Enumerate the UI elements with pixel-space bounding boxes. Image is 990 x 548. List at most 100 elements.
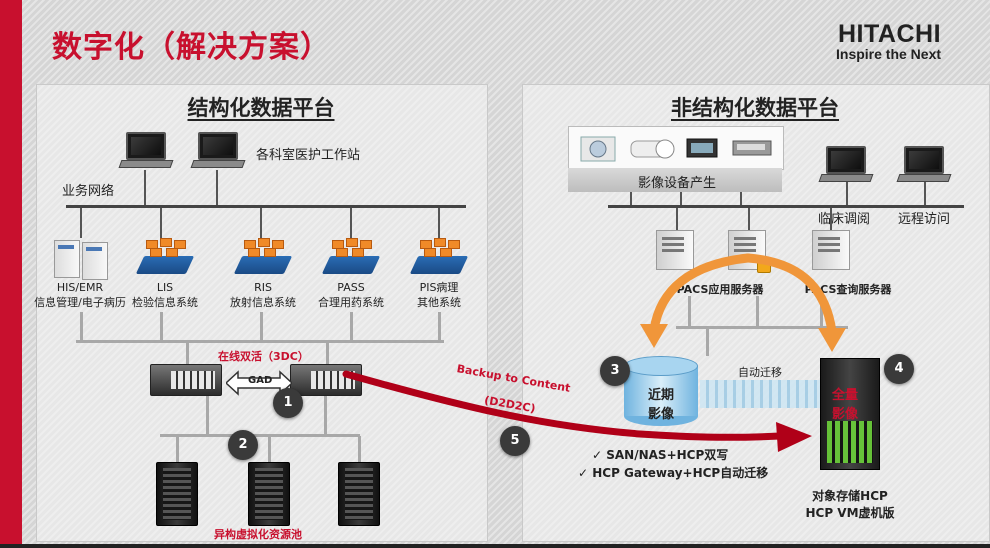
unstructured-panel-title: 非结构化数据平台	[671, 96, 839, 120]
system-code: RIS	[254, 281, 272, 294]
storage-link	[186, 342, 189, 364]
link-line	[350, 208, 352, 238]
step-badge-2: 2	[228, 430, 258, 460]
link-line	[740, 192, 742, 208]
rack-tower-icon	[156, 462, 198, 526]
system-desc: 合理用药系统	[318, 296, 384, 309]
system-desc: 检验信息系统	[132, 296, 198, 309]
step-badge-1: 1	[273, 388, 303, 418]
clinical-laptop-icon	[818, 146, 874, 188]
near-term-label-1: 近期	[648, 388, 675, 403]
network-label: 业务网络	[62, 184, 115, 199]
active-active-label: 在线双活（3DC）	[218, 350, 309, 363]
link-line	[748, 208, 750, 230]
full-image-label-1: 全量	[832, 388, 859, 403]
pacs-app-server-icon	[656, 230, 694, 270]
full-image-label: 全量 影像	[832, 386, 858, 424]
system-pass: PASS 合理用药系统	[306, 280, 396, 310]
check-item: ✓ SAN/NAS+HCP双写	[592, 448, 729, 462]
remote-laptop-icon	[896, 146, 952, 188]
imaging-label-bar	[568, 168, 782, 192]
hcp-storage-icon	[820, 358, 880, 470]
page-title: 数字化（解决方案）	[52, 30, 331, 65]
storage-link	[706, 328, 709, 356]
imaging-device-icon	[580, 136, 772, 162]
link-line	[144, 170, 146, 208]
storage-link	[326, 342, 329, 364]
near-term-label-2: 影像	[648, 407, 675, 422]
link-line	[260, 208, 262, 238]
system-code: PASS	[337, 281, 365, 294]
system-pis: PIS病理 其他系统	[394, 280, 484, 310]
backup-arrow-icon	[342, 370, 812, 452]
auto-migrate-label: 自动迁移	[738, 366, 782, 379]
pool-bus	[160, 434, 360, 437]
storage-link	[820, 296, 823, 326]
migration-link	[700, 380, 822, 408]
system-his-emr: HIS/EMR 信息管理/电子病历	[30, 280, 130, 310]
hcp-label-1: 对象存储HCP	[812, 489, 888, 503]
storage-link	[268, 436, 271, 462]
storage-array-icon	[290, 364, 362, 396]
hcp-label-2: HCP VM虚机版	[805, 506, 895, 520]
system-code: LIS	[156, 281, 174, 294]
hitachi-logo: HITACHI	[838, 20, 942, 48]
storage-link	[176, 436, 179, 462]
structured-panel-title: 结构化数据平台	[187, 96, 335, 120]
resource-pool-label: 异构虚拟化资源池	[214, 528, 302, 541]
gad-label: GAD	[248, 375, 273, 386]
san-bus	[76, 340, 444, 343]
ris-server-icon	[233, 236, 293, 274]
orange-flow-arrows	[640, 253, 846, 352]
check-item: ✓ HCP Gateway+HCP自动迁移	[578, 466, 769, 480]
step-badge-3: 3	[600, 356, 630, 386]
imaging-label: 影像设备产生	[638, 176, 717, 191]
link-line	[846, 182, 848, 206]
system-ris: RIS 放射信息系统	[218, 280, 308, 310]
storage-link	[358, 436, 361, 462]
storage-link	[260, 312, 263, 342]
gad-double-arrow-icon	[226, 370, 292, 396]
storage-link	[324, 396, 327, 436]
workstation-laptop-icon	[190, 132, 246, 174]
link-line	[630, 192, 632, 208]
link-line	[438, 208, 440, 238]
check-item-text: HCP Gateway+HCP自动迁移	[592, 466, 769, 480]
storage-link	[160, 312, 163, 342]
remote-label: 远程访问	[898, 212, 951, 227]
storage-link	[688, 296, 691, 326]
full-image-label-2: 影像	[832, 407, 859, 422]
lis-server-icon	[135, 236, 195, 274]
check-item-text: SAN/NAS+HCP双写	[606, 448, 729, 462]
pacs-san-bus	[676, 326, 848, 329]
business-network-bus	[66, 205, 466, 208]
link-line	[830, 208, 832, 230]
step-badge-5: 5	[500, 426, 530, 456]
pacs-query-server-icon	[812, 230, 850, 270]
brand-strip	[0, 0, 22, 548]
step-badge-4: 4	[884, 354, 914, 384]
imaging-network-bus	[608, 205, 964, 208]
storage-link	[756, 296, 759, 326]
rack-tower-icon	[248, 462, 290, 526]
logo-tagline: Inspire the Next	[836, 46, 941, 62]
workstation-laptop-icon	[118, 132, 174, 174]
link-line	[160, 208, 162, 238]
rack-tower-icon	[338, 462, 380, 526]
his-emr-server-icon	[52, 238, 108, 280]
bottom-border	[0, 544, 990, 548]
system-code: HIS/EMR	[56, 281, 104, 294]
link-line	[680, 192, 682, 208]
near-term-storage-cylinder-icon	[624, 356, 698, 426]
system-desc: 信息管理/电子病历	[34, 296, 126, 309]
storage-link	[206, 396, 209, 436]
near-term-label: 近期 影像	[648, 386, 674, 424]
pacs-app-label: PACS应用服务器	[676, 283, 764, 296]
hcp-label: 对象存储HCP HCP VM虚机版	[790, 488, 910, 522]
storage-array-icon	[150, 364, 222, 396]
workstation-label: 各科室医护工作站	[256, 148, 361, 163]
storage-link	[80, 312, 83, 342]
pass-server-icon	[321, 236, 381, 274]
pacs-query-label: PACS查询服务器	[804, 283, 892, 296]
clinical-label: 临床调阅	[818, 212, 871, 227]
